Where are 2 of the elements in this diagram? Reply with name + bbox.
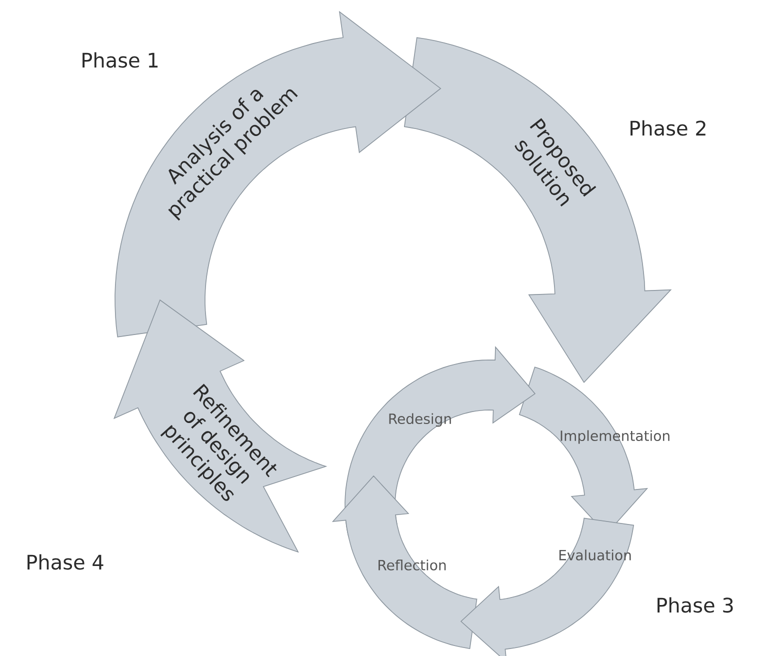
- phase-label: Phase 4: [28, 554, 104, 570]
- phase-label: Phase 3: [658, 597, 733, 613]
